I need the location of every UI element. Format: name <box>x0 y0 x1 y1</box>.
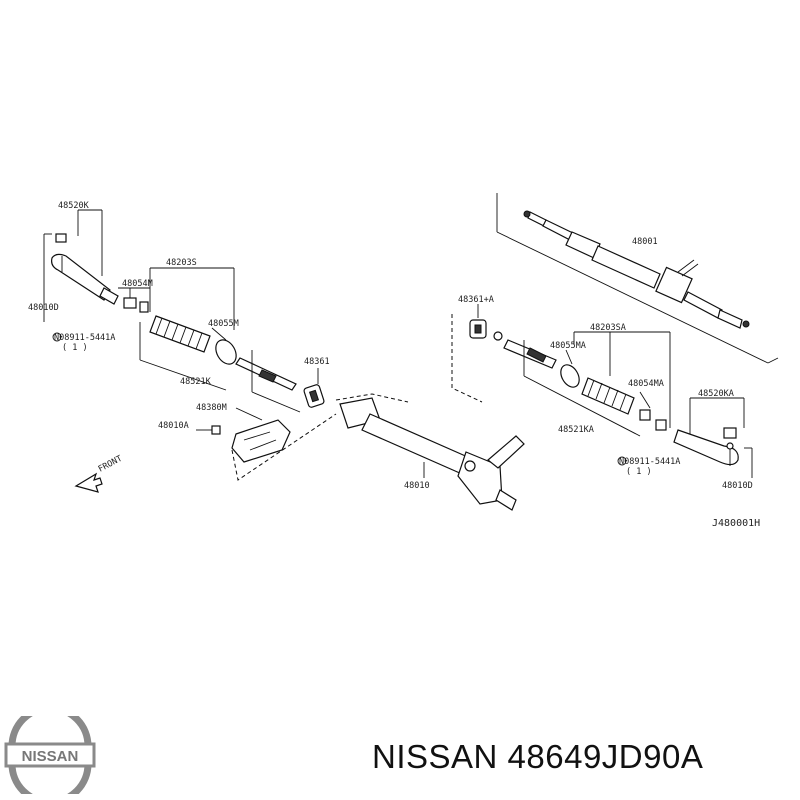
inner-tie-rod-right <box>493 331 641 437</box>
nut-callout-left-icon <box>52 332 62 342</box>
label-48010a: 48010A <box>158 421 189 431</box>
part-number-caption: NISSAN 48649JD90A <box>372 738 704 775</box>
nissan-logo: NISSAN <box>4 716 96 794</box>
label-nut-right: N08911-5441A <box>619 457 680 467</box>
label-48054ma: 48054MA <box>628 379 664 389</box>
label-48521k: 48521K <box>180 377 212 387</box>
nut-callout-right-icon <box>617 456 627 466</box>
label-48054m: 48054M <box>122 279 153 289</box>
rack-bushing-left <box>303 368 325 408</box>
tie-rod-end-left <box>43 209 119 322</box>
label-48055ma: 48055MA <box>550 341 586 351</box>
steering-rack-assembly-48001 <box>496 193 779 364</box>
rack-bracket <box>196 407 337 481</box>
label-48361a: 48361+A <box>458 295 494 305</box>
label-48010d-left: 48010D <box>28 303 59 313</box>
label-nut-left: N08911-5441A <box>54 333 115 343</box>
boot-clamp-left <box>211 327 237 365</box>
label-front: FRONT <box>97 454 124 475</box>
logo-text: NISSAN <box>22 748 79 765</box>
label-48001: 48001 <box>632 237 658 247</box>
label-qty-left: ( 1 ) <box>62 343 88 353</box>
label-48520k: 48520K <box>58 201 90 211</box>
rack-bushing-right <box>451 304 487 403</box>
label-qty-right: ( 1 ) <box>626 467 652 477</box>
label-48520ka: 48520KA <box>698 389 734 399</box>
tie-rod-end-right <box>673 397 753 478</box>
label-48361: 48361 <box>304 357 330 367</box>
boot-clamp-right <box>560 349 580 388</box>
label-48055m: 48055M <box>208 319 239 329</box>
inner-tie-rod-left <box>235 350 301 413</box>
rack-boot-right <box>573 331 671 428</box>
label-48203sa: 48203SA <box>590 323 626 333</box>
diagram-code: J480001H <box>712 518 760 529</box>
label-48380m: 48380M <box>196 403 227 413</box>
rack-boot-left <box>139 267 235 391</box>
label-48203s: 48203S <box>166 258 197 268</box>
label-48010: 48010 <box>404 481 430 491</box>
label-48521ka: 48521KA <box>558 425 594 435</box>
lock-nut-right <box>639 391 667 431</box>
label-48010d-right: 48010D <box>722 481 753 491</box>
lock-nut-left <box>118 287 150 313</box>
steering-gear-48010 <box>335 393 525 511</box>
front-arrow-icon <box>74 472 103 493</box>
